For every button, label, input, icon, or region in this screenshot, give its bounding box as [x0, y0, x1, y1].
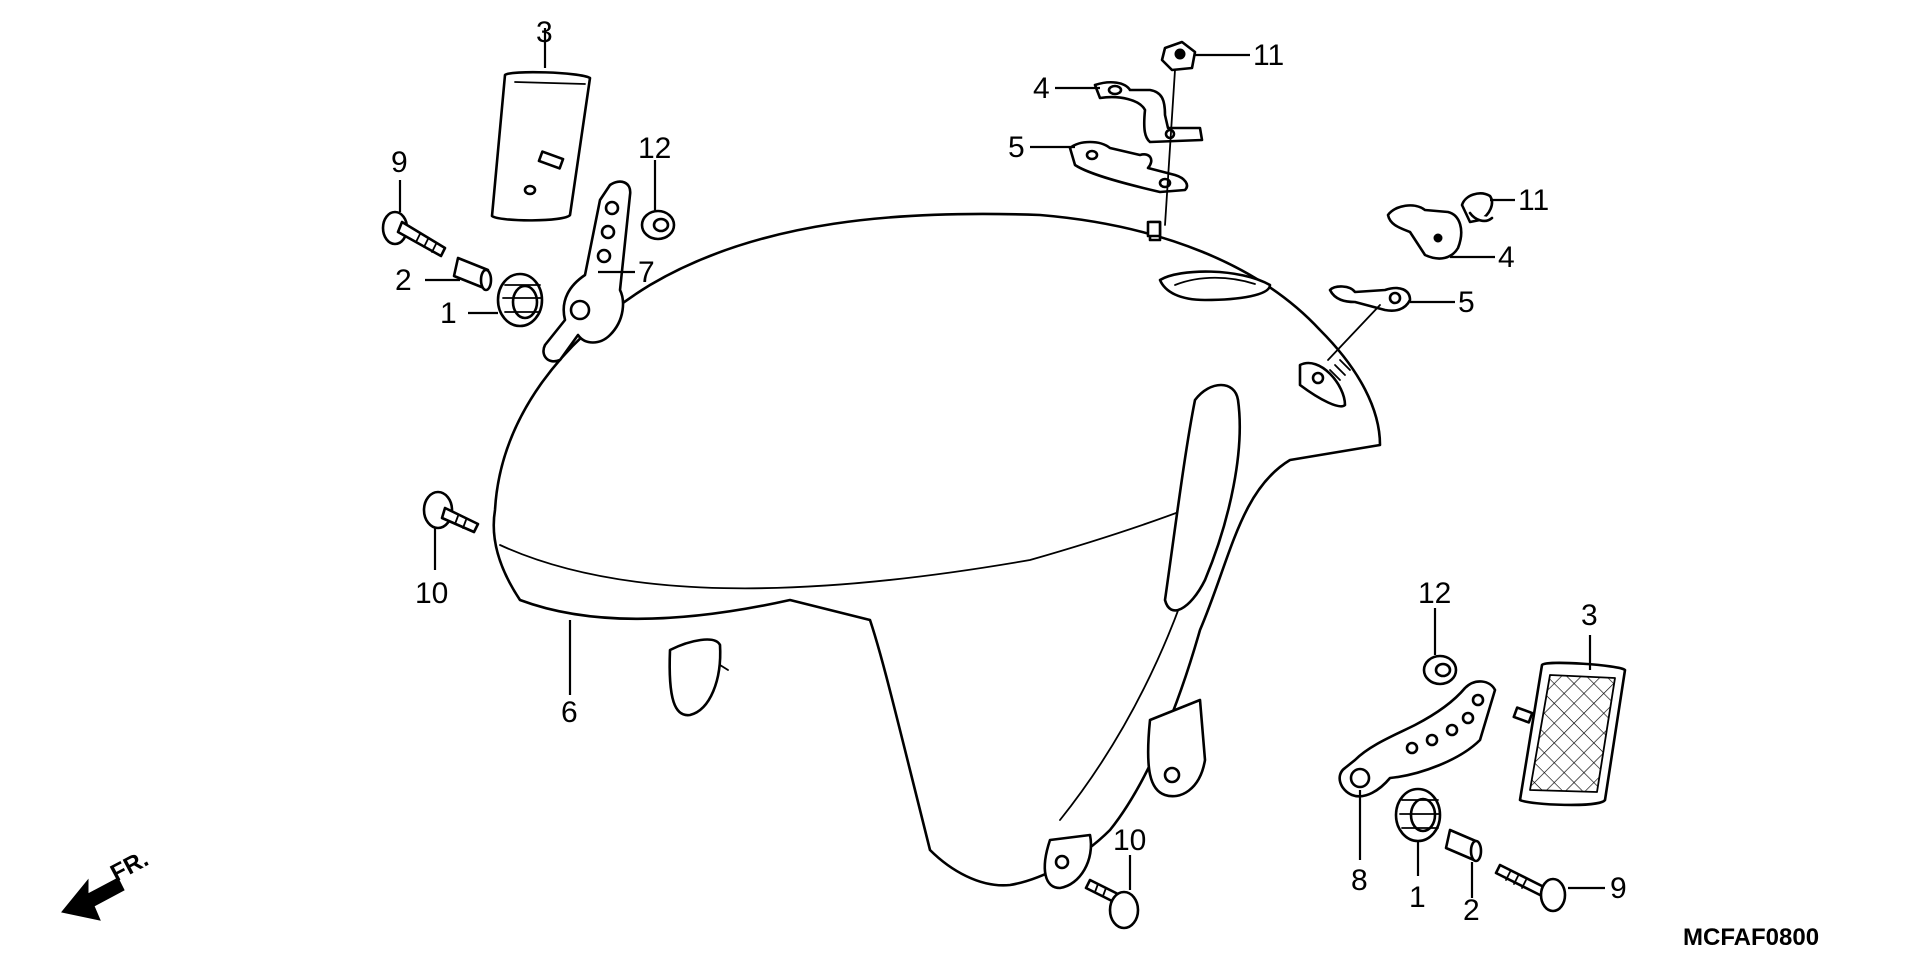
callout-4-top: 4 [1033, 72, 1050, 105]
bracket-right-4 [1386, 204, 1463, 260]
diagram-code: MCFAF0800 [1683, 924, 1819, 951]
collar-right [1444, 828, 1483, 863]
front-fender [492, 212, 1382, 890]
reflector-right [1512, 661, 1627, 807]
callout-2-right: 2 [1463, 894, 1480, 927]
leader-lines [398, 28, 1605, 898]
bracket-top-5 [1068, 140, 1189, 194]
top-fender-stud [1146, 220, 1162, 238]
callout-10-bottom: 10 [1113, 824, 1146, 857]
collar-left [452, 256, 493, 292]
callout-5-right: 5 [1458, 286, 1475, 319]
front-arrow-icon [61, 877, 125, 921]
callout-labels: 3 9 12 2 1 7 4 5 11 11 4 5 10 6 10 12 3 … [391, 16, 1627, 927]
reflector-left [490, 70, 592, 222]
nut-top-11 [1160, 40, 1197, 72]
right-fastener-axis-2 [1329, 359, 1351, 381]
grommet-right [1394, 787, 1442, 843]
callout-9-left: 9 [391, 146, 408, 179]
callout-9-right: 9 [1610, 872, 1627, 905]
screw-left-10 [422, 490, 480, 534]
callout-12-left: 12 [638, 132, 671, 165]
callout-1-right: 1 [1409, 881, 1426, 914]
bracket-top-4 [1093, 80, 1204, 144]
callout-4-right: 4 [1498, 241, 1515, 274]
callout-3-right: 3 [1581, 599, 1598, 632]
callout-1-left: 1 [440, 297, 457, 330]
callout-3-left: 3 [536, 16, 553, 49]
nut-right-12 [1422, 654, 1458, 686]
grommet-left [496, 272, 544, 328]
callout-12-right: 12 [1418, 577, 1451, 610]
callout-5-top: 5 [1008, 131, 1025, 164]
right-fastener-axis [1327, 304, 1381, 361]
nut-left [640, 209, 676, 241]
bracket-right-8 [1338, 680, 1497, 798]
top-fastener-axis [1164, 69, 1176, 226]
bracket-right-5 [1328, 285, 1412, 312]
callout-2-left: 2 [395, 264, 412, 297]
bolt-right [1494, 863, 1567, 913]
callout-11-right: 11 [1518, 184, 1549, 217]
screw-bottom-10 [1084, 878, 1140, 930]
front-direction-indicator: FR. [61, 845, 153, 921]
nut-right-11 [1460, 192, 1494, 224]
callout-11-top: 11 [1253, 39, 1284, 72]
callout-10-left: 10 [415, 577, 448, 610]
callout-6: 6 [561, 696, 578, 729]
callout-8: 8 [1351, 864, 1368, 897]
bracket-left [542, 180, 632, 363]
bolt-left [381, 210, 447, 258]
callout-7: 7 [638, 256, 655, 289]
